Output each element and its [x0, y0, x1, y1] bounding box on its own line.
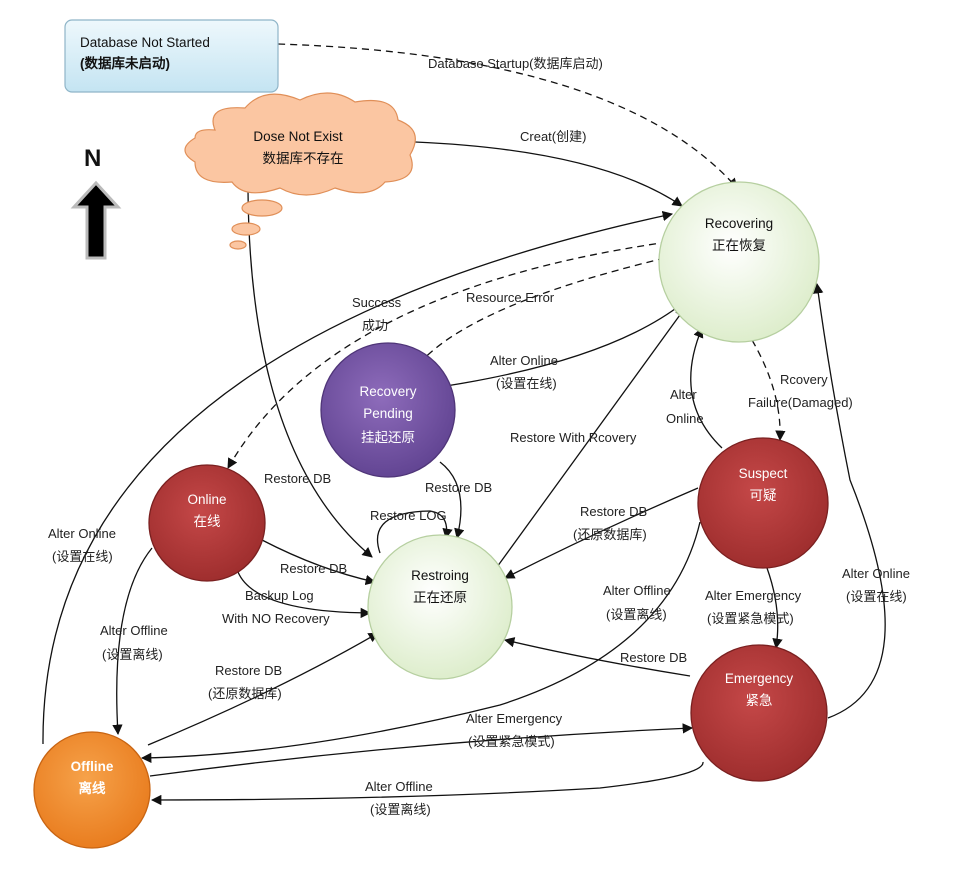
online-label-en: Online — [187, 492, 226, 507]
label-alter-online-pending-en: Alter Online — [490, 353, 558, 368]
edge-alter-online-suspect — [690, 327, 723, 449]
node-not-exist: Dose Not Exist 数据库不存在 — [184, 92, 416, 250]
edge-alter-offline-emergency — [150, 761, 704, 806]
label-success-cn: 成功 — [362, 318, 388, 333]
label-backup-log-en2: With NO Recovery — [222, 611, 330, 626]
edge-startup — [277, 43, 738, 189]
edge-labels: Database Startup(数据库启动) Creat(创建) Succes… — [48, 56, 910, 817]
emergency-label-cn: 紧急 — [746, 693, 773, 708]
label-alter-online-pending-cn: (设置在线) — [496, 376, 557, 391]
label-resource-error: Resource Error — [466, 290, 555, 305]
node-emergency: Emergency 紧急 — [690, 644, 828, 782]
label-success-en: Success — [352, 295, 402, 310]
recovery-pending-label-en1: Recovery — [359, 384, 416, 399]
node-not-started: Database Not Started (数据库未启动) — [64, 19, 279, 93]
not-started-label-cn: (数据库未启动) — [80, 55, 170, 71]
node-recovering: Recovering 正在恢复 — [658, 181, 820, 343]
label-alter-online-suspect-en2: Online — [666, 411, 704, 426]
label-restore-db-suspect-cn: (还原数据库) — [573, 527, 647, 542]
north-label: N — [84, 145, 101, 172]
label-alter-online-emergency-en: Alter Online — [842, 566, 910, 581]
label-restore-db-suspect-en: Restore DB — [580, 504, 647, 519]
label-restore-db-offline-en: Restore DB — [215, 663, 282, 678]
offline-label-en: Offline — [71, 759, 114, 774]
edge-alter-online-pending — [445, 302, 684, 387]
node-recovery-pending: Recovery Pending 挂起还原 — [320, 342, 456, 478]
not-started-label-en: Database Not Started — [80, 35, 210, 50]
recovering-label-cn: 正在恢复 — [712, 237, 766, 253]
emergency-label-en: Emergency — [725, 671, 794, 686]
label-creat: Creat(创建) — [520, 129, 586, 144]
suspect-label-en: Suspect — [739, 466, 788, 481]
node-restoring: Restroing 正在还原 — [367, 534, 513, 680]
edge-recovery-failure — [751, 339, 786, 442]
label-alter-offline-emergency-cn: (设置离线) — [370, 802, 431, 817]
label-alter-online-suspect-en1: Alter — [670, 387, 697, 402]
edge-resource-error — [417, 257, 666, 366]
edge-restore-db-offline — [147, 632, 379, 746]
edge-alter-emergency-offline — [149, 723, 694, 777]
label-alter-online-emergency-cn: (设置在线) — [846, 589, 907, 604]
edge-restore-db-online — [261, 539, 377, 586]
label-recovery-failure-en1: Rcovery — [780, 372, 828, 387]
edge-success — [227, 241, 669, 469]
label-alter-offline-online-cn: (设置离线) — [102, 647, 163, 662]
label-restore-db-emergency: Restore DB — [620, 650, 687, 665]
not-exist-label-en: Dose Not Exist — [253, 129, 343, 144]
recovering-label-en: Recovering — [705, 216, 773, 231]
label-recovery-failure-en2: Failure(Damaged) — [748, 395, 853, 410]
edge-alter-offline-online — [112, 547, 153, 736]
node-online: Online 在线 — [148, 464, 266, 582]
label-alter-emergency-offline-cn: (设置紧急模式) — [468, 734, 555, 749]
restoring-label-cn: 正在还原 — [413, 590, 467, 605]
label-restore-db-offline-cn: (还原数据库) — [208, 686, 282, 701]
online-label-cn: 在线 — [194, 514, 221, 529]
edge-restore-db-suspect — [504, 487, 699, 579]
suspect-label-cn: 可疑 — [750, 488, 777, 503]
label-alter-offline-emergency-en: Alter Offline — [365, 779, 433, 794]
recovery-pending-label-cn: 挂起还原 — [361, 430, 415, 445]
edge-restore-db-pending — [439, 461, 465, 540]
edge-alter-online-emergency — [813, 282, 886, 719]
label-restore-log: Restore LOG — [370, 508, 447, 523]
node-suspect: Suspect 可疑 — [697, 437, 829, 569]
label-alter-emergency-suspect-en: Alter Emergency — [705, 588, 802, 603]
label-alter-offline-suspect-en: Alter Offline — [603, 583, 671, 598]
label-backup-log-en1: Backup Log — [245, 588, 314, 603]
restoring-label-en: Restroing — [411, 568, 469, 583]
edge-alter-online-left — [42, 210, 674, 745]
edge-alter-emergency-suspect — [766, 567, 783, 650]
recovery-pending-label-en2: Pending — [363, 406, 413, 421]
edge-restore-log — [376, 510, 453, 554]
north-arrow-icon — [70, 180, 122, 260]
edge-restore-db-emergency — [503, 637, 691, 677]
offline-label-cn: 离线 — [79, 780, 106, 796]
label-alter-online-left-cn: (设置在线) — [52, 549, 113, 564]
edge-creat — [414, 141, 683, 207]
label-startup: Database Startup(数据库启动) — [428, 56, 603, 71]
north-arrow: N — [70, 145, 122, 260]
label-alter-offline-online-en: Alter Offline — [100, 623, 168, 638]
label-restore-db-not-exist: Restore DB — [264, 471, 331, 486]
label-alter-emergency-offline-en: Alter Emergency — [466, 711, 563, 726]
edge-alter-offline-suspect — [140, 521, 701, 764]
label-alter-emergency-suspect-cn: (设置紧急模式) — [707, 611, 794, 626]
label-alter-online-left-en: Alter Online — [48, 526, 116, 541]
label-alter-offline-suspect-cn: (设置离线) — [606, 607, 667, 622]
label-restore-db-pending: Restore DB — [425, 480, 492, 495]
node-offline: Offline 离线 — [33, 731, 151, 849]
edge-restore-db-not-exist — [247, 189, 373, 558]
label-restore-with-recovery: Restore With Rcovery — [510, 430, 637, 445]
edge-backup-log — [237, 571, 372, 619]
edge-restore-with-recovery — [496, 307, 686, 568]
label-restore-db-online: Restore DB — [280, 561, 347, 576]
not-exist-label-cn: 数据库不存在 — [263, 151, 344, 166]
